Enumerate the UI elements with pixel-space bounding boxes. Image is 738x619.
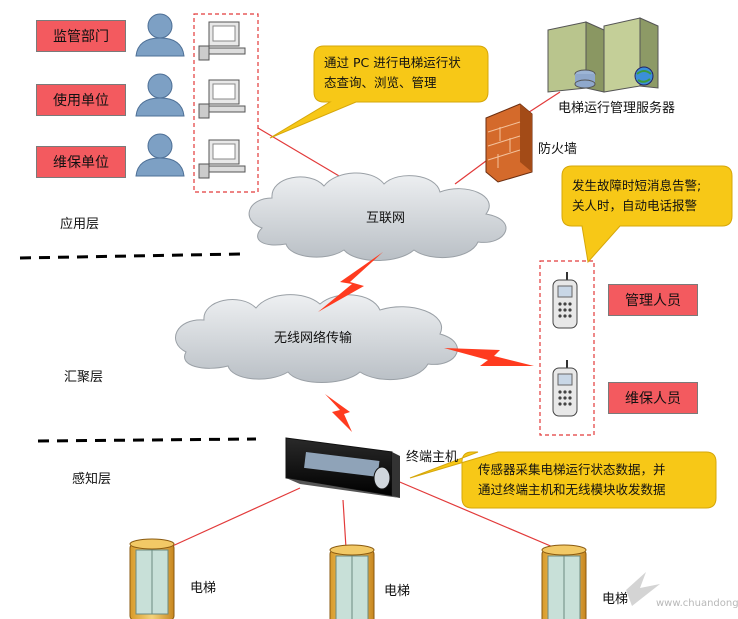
callout-sensor-text: 传感器采集电梯运行状态数据，并 通过终端主机和无线模块收发数据 — [478, 462, 666, 497]
server-icon — [547, 17, 659, 93]
internet-cloud — [248, 172, 507, 261]
elevator-label: 电梯 — [190, 581, 217, 596]
link-firewall-internet — [454, 157, 491, 185]
elevator-label: 电梯 — [602, 592, 629, 607]
layer-label-aggregation: 汇聚层 — [64, 370, 104, 385]
elevator-label: 电梯 — [384, 584, 411, 599]
role-box-manager: 管理人员 — [608, 284, 698, 316]
divider-aggregation-perception — [37, 437, 257, 443]
role-box-maintenance-unit: 维保单位 — [36, 146, 126, 178]
firewall-label: 防火墙 — [538, 142, 578, 157]
firewall-icon — [485, 103, 533, 183]
callout-pc — [269, 45, 489, 139]
server-label: 电梯运行管理服务器 — [558, 101, 676, 116]
terminal-host-icon — [285, 437, 400, 498]
link-terminal-elevator-1 — [167, 487, 301, 549]
phone-group-box — [539, 260, 595, 436]
wireless-cloud — [175, 294, 458, 383]
link-terminal-elevator-2 — [342, 499, 347, 549]
role-box-maintenance-staff: 维保人员 — [608, 382, 698, 414]
mobile-phone-icon — [552, 272, 578, 417]
layer-label-perception: 感知层 — [72, 472, 112, 487]
lightning-bolt-icon — [444, 348, 534, 366]
role-box-user-unit: 使用单位 — [36, 84, 126, 116]
user-icon — [135, 13, 185, 177]
callout-alarm-text: 发生故障时短消息告警; 关人时，自动电话报警 — [572, 178, 702, 213]
link-terminal-elevator-3 — [394, 479, 561, 551]
layer-label-application: 应用层 — [60, 217, 100, 232]
pc-group-box — [193, 13, 259, 193]
internet-cloud-label: 互联网 — [366, 211, 406, 226]
pc-icon — [198, 21, 246, 179]
watermark-text: www.chuandong.com — [656, 598, 738, 609]
callout-sensor — [409, 451, 717, 509]
terminal-host-label: 终端主机 — [406, 450, 459, 465]
elevator-icon — [129, 538, 587, 619]
lightning-bolt-icon — [325, 394, 352, 432]
callout-alarm — [561, 165, 733, 264]
role-box-supervision: 监管部门 — [36, 20, 126, 52]
divider-app-aggregation — [19, 252, 241, 260]
wireless-cloud-label: 无线网络传输 — [274, 331, 353, 346]
watermark-logo — [626, 572, 660, 606]
callout-pc-text: 通过 PC 进行电梯运行状 态查询、浏览、管理 — [324, 55, 461, 90]
